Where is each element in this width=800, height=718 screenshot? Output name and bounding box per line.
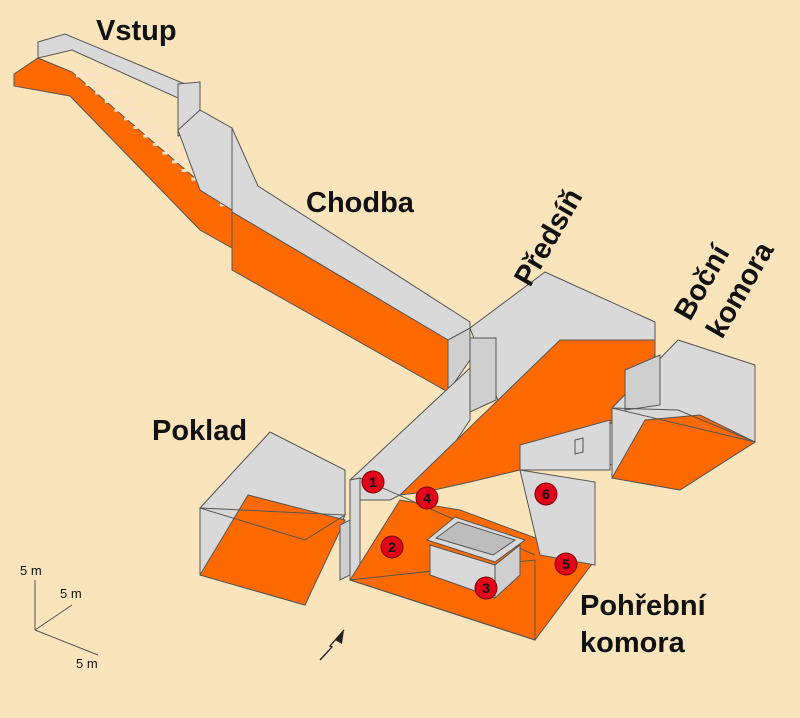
marker-5: 5	[554, 552, 578, 576]
marker-number: 5	[562, 556, 570, 572]
marker-4: 4	[415, 486, 439, 510]
burial-chamber	[349, 469, 596, 641]
marker-2: 2	[380, 535, 404, 559]
treasury	[199, 431, 351, 606]
marker-circle	[380, 535, 404, 559]
scale-vertical-label: 5 m	[20, 563, 42, 578]
marker-circle	[361, 470, 385, 494]
scale-indicator: 5 m 5 m 5 m	[20, 563, 99, 671]
scale-depth-label: 5 m	[60, 586, 82, 601]
entrance-stairs	[13, 33, 247, 249]
marker-circle	[554, 552, 578, 576]
marker-circle	[474, 576, 498, 600]
label-burial-line1: Pohřební	[580, 590, 707, 622]
annex	[611, 339, 757, 491]
marker-number: 2	[388, 539, 396, 555]
north-arrow-icon	[319, 629, 345, 661]
label-burial-line2: komora	[580, 627, 686, 659]
marker-number: 3	[482, 580, 490, 596]
label-treasury: Poklad	[152, 415, 247, 447]
markers-layer: 1 2 3 4 5 6	[361, 470, 578, 600]
marker-number: 6	[542, 486, 550, 502]
marker-number: 1	[369, 474, 377, 490]
marker-circle	[415, 486, 439, 510]
marker-circle	[534, 482, 558, 506]
marker-number: 4	[423, 490, 431, 506]
label-entrance: Vstup	[96, 15, 177, 47]
antechamber	[349, 271, 656, 501]
scale-horizontal-label: 5 m	[76, 656, 98, 671]
label-corridor: Chodba	[306, 187, 415, 219]
corridor	[177, 109, 471, 394]
marker-1: 1	[361, 470, 385, 494]
marker-3: 3	[474, 576, 498, 600]
marker-6: 6	[534, 482, 558, 506]
